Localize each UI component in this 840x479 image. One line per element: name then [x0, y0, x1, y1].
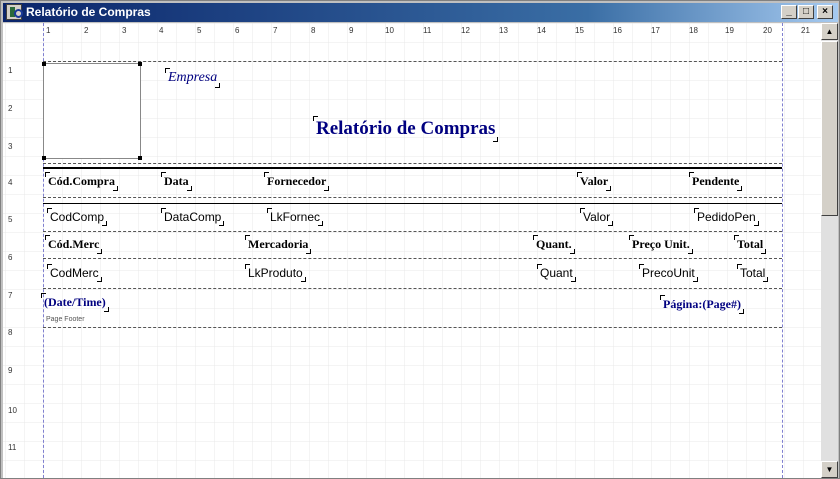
ruler-mark: 10	[385, 26, 394, 35]
minimize-button[interactable]: _	[781, 5, 797, 19]
ruler-mark: 17	[651, 26, 660, 35]
logo-image-placeholder[interactable]	[42, 62, 142, 160]
vertical-scrollbar[interactable]: ▲ ▼	[821, 23, 838, 478]
title-band[interactable]	[43, 61, 782, 62]
footer-band-bottom	[43, 327, 782, 328]
header-cod-compra[interactable]: Cód.Compra	[44, 172, 119, 191]
ruler-mark: 2	[84, 26, 89, 35]
ruler-mark: 4	[8, 178, 13, 187]
ruler-mark: 14	[537, 26, 546, 35]
field-lk-produto[interactable]: LkProduto	[245, 264, 306, 282]
ruler-mark: 11	[8, 443, 17, 452]
window-title: Relatório de Compras	[26, 5, 151, 19]
field-preco-unit[interactable]: PrecoUnit	[639, 264, 698, 282]
ruler-mark: 3	[8, 142, 13, 151]
header-band-top	[43, 163, 782, 164]
header-rule	[43, 167, 782, 169]
ruler-mark: 6	[235, 26, 240, 35]
top-ruler: 1 2 3 4 5 6 7 8 9 10 11 12 13 14 15 16 1…	[3, 23, 821, 39]
detail-header-preco-unit[interactable]: Preço Unit.	[629, 235, 693, 254]
master-band[interactable]	[43, 197, 782, 198]
ruler-mark: 8	[311, 26, 316, 35]
header-pendente[interactable]: Pendente	[688, 172, 743, 191]
ruler-mark: 10	[8, 406, 17, 415]
field-data-comp[interactable]: DataComp	[160, 208, 225, 226]
field-total[interactable]: Total	[736, 264, 769, 282]
ruler-mark: 1	[8, 66, 13, 75]
header-fornecedor[interactable]: Fornecedor	[263, 172, 330, 191]
ruler-mark: 11	[423, 26, 432, 35]
ruler-mark: 16	[613, 26, 622, 35]
ruler-mark: 13	[499, 26, 508, 35]
report-title[interactable]: Relatório de Compras	[312, 116, 499, 142]
master-rule	[43, 203, 782, 204]
ruler-mark: 3	[122, 26, 127, 35]
right-margin-guide	[782, 23, 783, 478]
maximize-button[interactable]: □	[798, 5, 814, 19]
ruler-mark: 20	[763, 26, 772, 35]
footer-page-number[interactable]: Página:(Page#)	[660, 295, 744, 314]
detail-header-band[interactable]	[43, 231, 782, 232]
scroll-down-arrow-icon[interactable]: ▼	[821, 461, 838, 478]
ruler-mark: 1	[46, 26, 51, 35]
ruler-mark: 9	[8, 366, 13, 375]
ruler-mark: 5	[197, 26, 202, 35]
ruler-mark: 18	[689, 26, 698, 35]
company-label[interactable]: Empresa	[164, 68, 221, 88]
field-pedido-pen[interactable]: PedidoPen	[694, 208, 759, 226]
field-cod-merc[interactable]: CodMerc	[47, 264, 102, 282]
detail-band[interactable]	[43, 258, 782, 259]
app-icon[interactable]	[6, 4, 23, 20]
ruler-mark: 6	[8, 253, 13, 262]
ruler-mark: 9	[349, 26, 354, 35]
field-lk-fornec[interactable]: LkFornec	[266, 208, 324, 226]
header-data[interactable]: Data	[161, 172, 192, 191]
detail-header-cod-merc[interactable]: Cód.Merc	[44, 235, 103, 254]
field-cod-comp[interactable]: CodComp	[46, 208, 108, 226]
field-valor[interactable]: Valor	[579, 208, 614, 226]
scroll-thumb[interactable]	[821, 41, 838, 216]
footer-datetime[interactable]: (Date/Time)	[41, 293, 109, 312]
ruler-mark: 15	[575, 26, 584, 35]
left-margin-guide	[43, 23, 44, 478]
header-valor[interactable]: Valor	[576, 172, 612, 191]
ruler-mark: 12	[461, 26, 470, 35]
field-quant[interactable]: Quant	[537, 264, 576, 282]
ruler-mark: 21	[801, 26, 810, 35]
scroll-up-arrow-icon[interactable]: ▲	[821, 23, 838, 40]
ruler-mark: 19	[725, 26, 734, 35]
detail-header-quant[interactable]: Quant.	[533, 235, 575, 254]
close-button[interactable]: ×	[817, 5, 833, 19]
detail-header-mercadoria[interactable]: Mercadoria	[244, 235, 312, 254]
page-footer-band-name: Page Footer	[46, 316, 85, 323]
page-footer-band[interactable]	[43, 288, 782, 289]
ruler-mark: 7	[8, 291, 13, 300]
ruler-mark: 7	[273, 26, 278, 35]
title-bar[interactable]: Relatório de Compras _ □ ×	[3, 3, 838, 22]
report-canvas[interactable]: 1 2 3 4 5 6 7 8 9 10 11 12 13 14 15 16 1…	[3, 23, 821, 478]
ruler-mark: 4	[159, 26, 164, 35]
ruler-mark: 5	[8, 215, 13, 224]
ruler-mark: 8	[8, 328, 13, 337]
detail-header-total[interactable]: Total	[733, 235, 767, 254]
ruler-mark: 2	[8, 104, 13, 113]
